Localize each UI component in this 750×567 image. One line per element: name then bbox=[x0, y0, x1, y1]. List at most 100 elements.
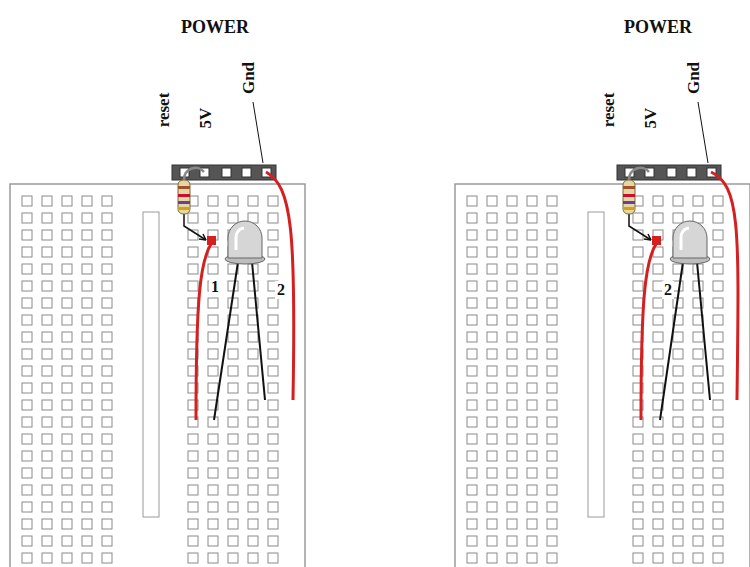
board-hole bbox=[62, 536, 72, 546]
board-hole bbox=[42, 519, 52, 529]
board-hole bbox=[633, 281, 643, 291]
board-hole bbox=[653, 196, 663, 206]
board-hole bbox=[527, 553, 537, 563]
board-hole bbox=[22, 230, 32, 240]
board-hole bbox=[653, 417, 663, 427]
board-hole bbox=[82, 485, 92, 495]
board-hole bbox=[62, 332, 72, 342]
board-hole bbox=[547, 332, 557, 342]
resistor-symbol bbox=[623, 180, 635, 214]
board-hole bbox=[248, 536, 258, 546]
board-hole bbox=[208, 451, 218, 461]
board-hole bbox=[467, 349, 477, 359]
board-hole bbox=[487, 213, 497, 223]
board-hole bbox=[82, 400, 92, 410]
board-hole bbox=[102, 502, 112, 512]
led-symbol bbox=[673, 221, 707, 258]
board-hole bbox=[487, 332, 497, 342]
board-hole bbox=[188, 553, 198, 563]
board-hole bbox=[42, 264, 52, 274]
board-hole bbox=[527, 366, 537, 376]
board-hole bbox=[713, 247, 723, 257]
board-hole bbox=[693, 349, 703, 359]
board-hole bbox=[188, 247, 198, 257]
board-hole bbox=[693, 451, 703, 461]
board-hole bbox=[228, 196, 238, 206]
board-hole bbox=[42, 434, 52, 444]
board-hole bbox=[42, 553, 52, 563]
board-hole bbox=[268, 298, 278, 308]
board-hole bbox=[22, 383, 32, 393]
board-hole bbox=[507, 230, 517, 240]
board-hole bbox=[82, 468, 92, 478]
board-hole bbox=[547, 349, 557, 359]
breadboard bbox=[455, 102, 750, 567]
board-hole bbox=[188, 298, 198, 308]
board-hole bbox=[228, 485, 238, 495]
led-leg bbox=[660, 262, 683, 420]
board-hole bbox=[507, 383, 517, 393]
board-hole bbox=[268, 400, 278, 410]
board-hole bbox=[82, 315, 92, 325]
board-hole bbox=[467, 519, 477, 529]
board-hole bbox=[713, 434, 723, 444]
board-hole bbox=[268, 502, 278, 512]
board-hole bbox=[42, 230, 52, 240]
board-hole bbox=[467, 468, 477, 478]
board-hole bbox=[228, 536, 238, 546]
board-hole bbox=[62, 417, 72, 427]
red-wire bbox=[641, 244, 656, 420]
board-hole bbox=[547, 400, 557, 410]
resistor-symbol bbox=[178, 180, 190, 214]
pin-name: 5V bbox=[641, 106, 660, 131]
board-hole bbox=[208, 264, 218, 274]
board-hole bbox=[102, 264, 112, 274]
board-hole bbox=[22, 400, 32, 410]
breadboard bbox=[10, 102, 305, 567]
board-hole bbox=[507, 349, 517, 359]
board-hole bbox=[527, 400, 537, 410]
board-hole bbox=[102, 230, 112, 240]
callout-number: 2 bbox=[275, 281, 287, 299]
board-hole bbox=[42, 400, 52, 410]
board-hole bbox=[507, 519, 517, 529]
board-hole bbox=[693, 383, 703, 393]
resistor-band bbox=[178, 201, 190, 204]
board-hole bbox=[487, 349, 497, 359]
board-hole bbox=[248, 451, 258, 461]
board-hole bbox=[507, 332, 517, 342]
board-hole bbox=[228, 451, 238, 461]
board-hole bbox=[653, 502, 663, 512]
board-hole bbox=[82, 213, 92, 223]
board-hole bbox=[633, 247, 643, 257]
board-hole bbox=[713, 366, 723, 376]
board-hole bbox=[547, 196, 557, 206]
board-hole bbox=[547, 553, 557, 563]
board-hole bbox=[208, 196, 218, 206]
board-hole bbox=[62, 434, 72, 444]
resistor-lead bbox=[644, 234, 651, 240]
board-hole bbox=[467, 281, 477, 291]
board-hole bbox=[42, 247, 52, 257]
board-hole bbox=[547, 434, 557, 444]
board-hole bbox=[713, 485, 723, 495]
board-hole bbox=[82, 383, 92, 393]
led-highlight bbox=[681, 228, 689, 250]
board-hole bbox=[82, 196, 92, 206]
board-hole bbox=[467, 315, 477, 325]
board-hole bbox=[547, 366, 557, 376]
board-hole bbox=[547, 468, 557, 478]
board-hole bbox=[228, 366, 238, 376]
board-hole bbox=[248, 468, 258, 478]
board-hole bbox=[248, 485, 258, 495]
board-hole bbox=[22, 536, 32, 546]
board-hole bbox=[653, 315, 663, 325]
ground-wire bbox=[266, 172, 294, 400]
board-hole bbox=[228, 213, 238, 223]
board-hole bbox=[467, 451, 477, 461]
board-hole bbox=[547, 519, 557, 529]
board-hole bbox=[467, 230, 477, 240]
board-hole bbox=[268, 213, 278, 223]
resistor-lead bbox=[184, 168, 204, 180]
board-hole bbox=[268, 553, 278, 563]
